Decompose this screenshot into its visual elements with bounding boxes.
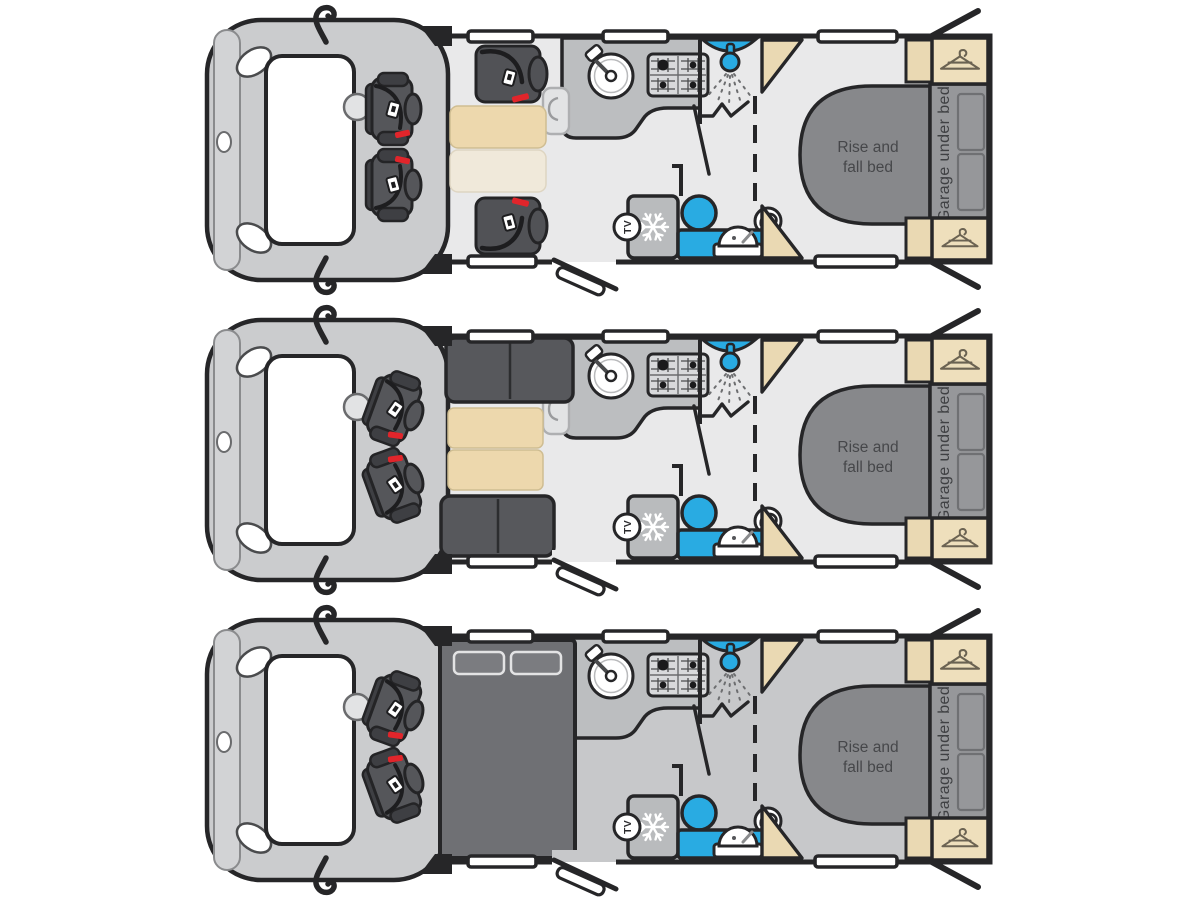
table-top-leaf — [449, 105, 547, 149]
lounge-sofas — [355, 336, 575, 558]
pillow-right — [509, 650, 563, 676]
table-top-leaf — [447, 407, 544, 449]
floorplan-lounge-sofas — [207, 308, 993, 597]
pillow-left — [452, 650, 506, 676]
lounge-travel-seats — [364, 46, 547, 254]
lounge-made-bed — [355, 638, 577, 860]
floorplan-night-bed — [207, 608, 993, 897]
table-bottom-leaf — [447, 449, 544, 491]
floorplan-travel-seats — [207, 8, 993, 297]
table-bottom-leaf — [449, 149, 547, 193]
